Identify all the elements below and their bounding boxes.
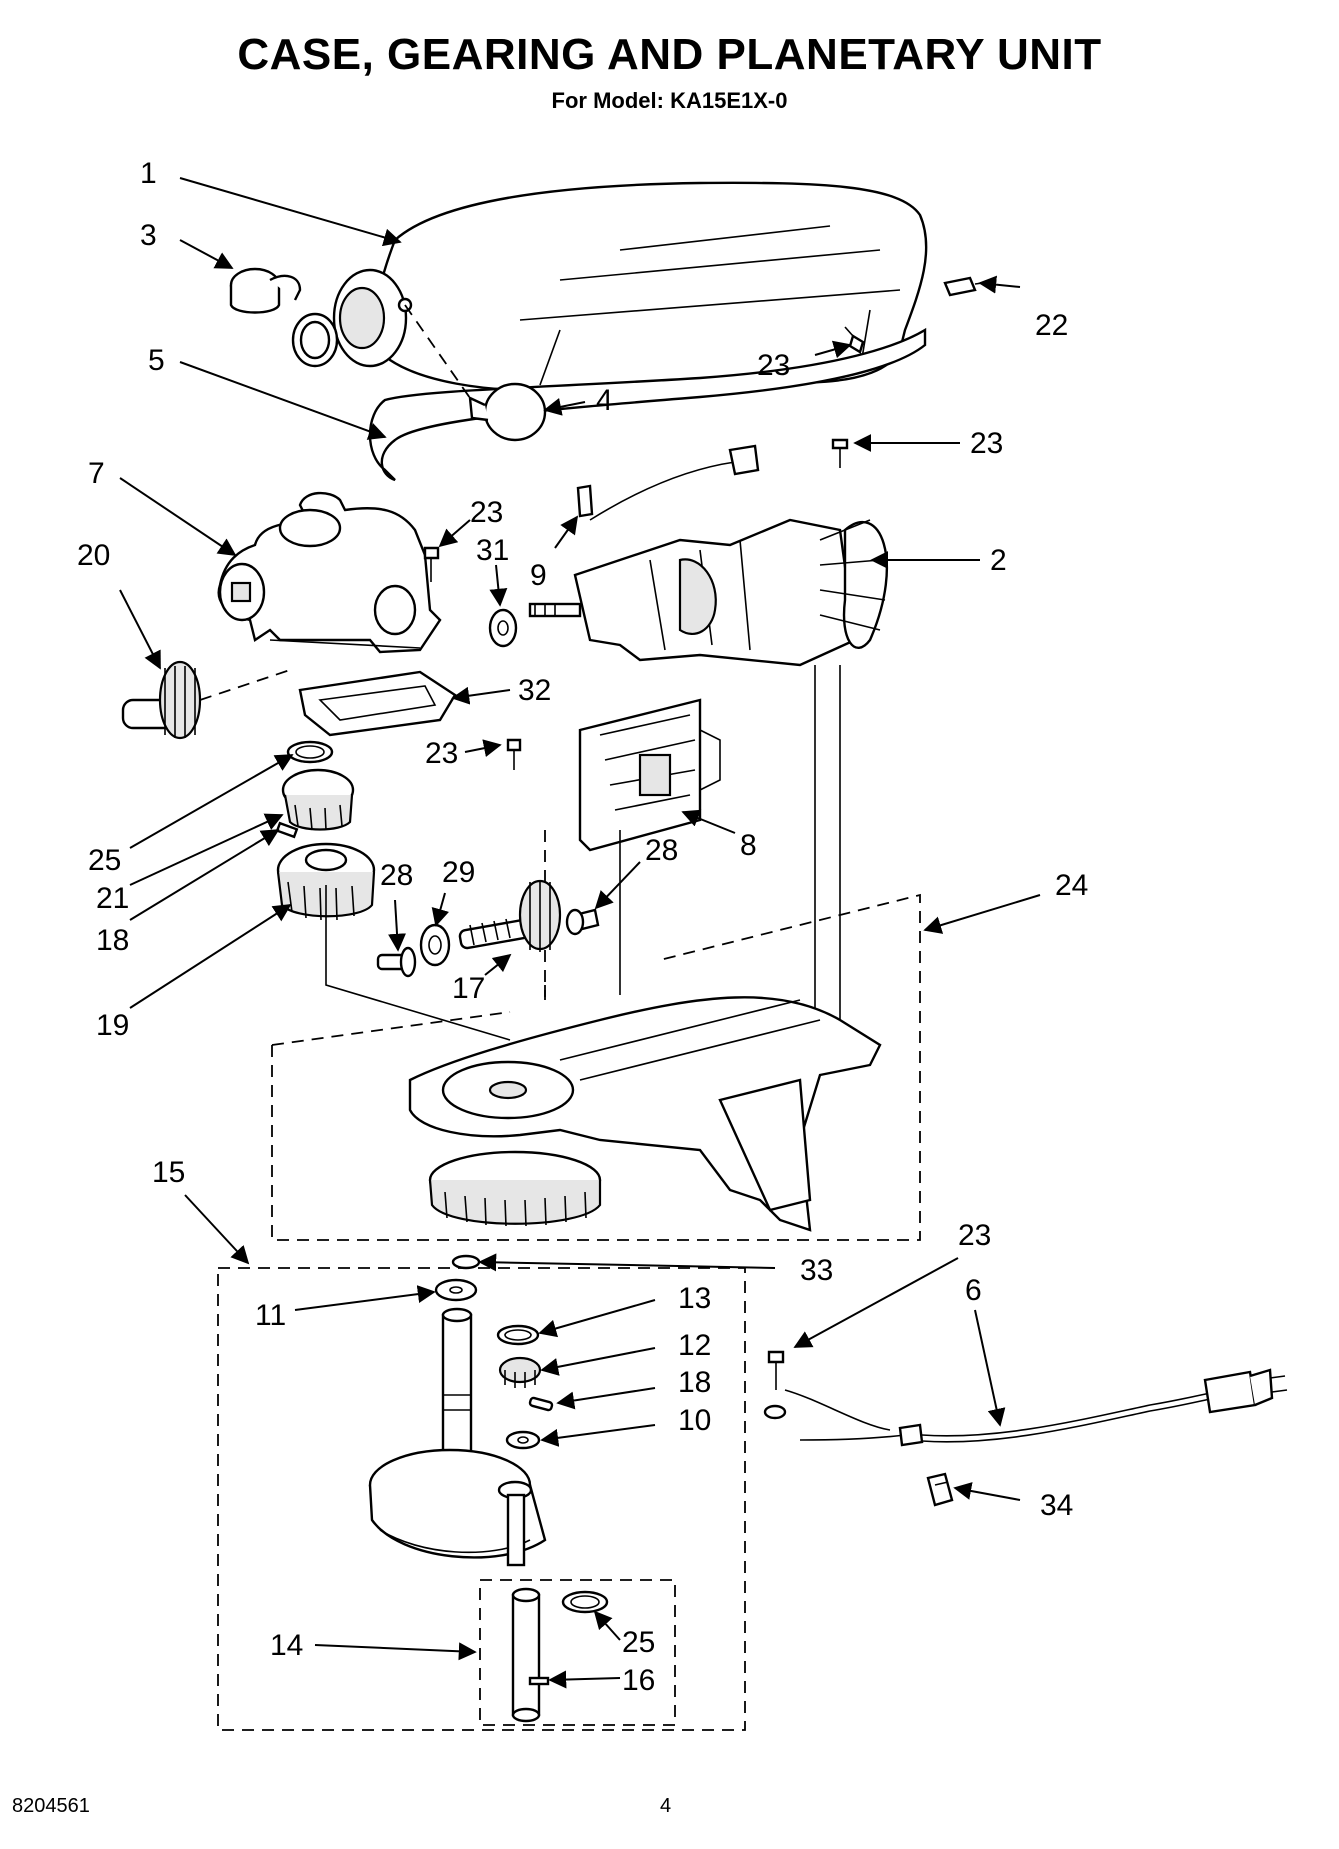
callout-numbers: 1 3 22 23 5 4 23 7 23 31 9 2 20 32 23 8 … (77, 157, 1088, 1697)
callout-23a: 23 (757, 349, 790, 382)
callout-11: 11 (255, 1299, 286, 1332)
gear-19-part (276, 842, 511, 1041)
callout-18a: 18 (96, 924, 129, 957)
callout-18b: 18 (678, 1366, 711, 1399)
leader-lines (119, 177, 1041, 1689)
gasket-part (298, 670, 457, 737)
callout-20: 20 (77, 539, 110, 572)
callout-2: 2 (990, 544, 1007, 577)
callout-5: 5 (148, 344, 165, 377)
power-cord-part (763, 1350, 1288, 1447)
callout-31: 31 (476, 534, 509, 567)
document-number: 8204561 (12, 1795, 90, 1817)
bevel-gear-21-part (281, 768, 355, 831)
callout-28b: 28 (645, 834, 678, 867)
callout-23d: 23 (425, 737, 458, 770)
callout-32: 32 (518, 674, 551, 707)
gear-case-assembly (271, 893, 921, 1241)
gear-housing-part (217, 491, 442, 654)
callout-1: 1 (140, 157, 157, 190)
callout-8: 8 (740, 829, 757, 862)
callout-14: 14 (270, 1629, 303, 1662)
page-title: CASE, GEARING AND PLANETARY UNIT (237, 30, 1102, 79)
bearing-28a-part (376, 946, 417, 978)
callout-33: 33 (800, 1254, 833, 1287)
callout-34: 34 (1040, 1489, 1073, 1522)
callout-23e: 23 (958, 1219, 991, 1252)
connector-part (576, 484, 594, 518)
bearing-29-part (419, 923, 451, 967)
worm-follower-part (121, 660, 291, 740)
callout-13: 13 (678, 1282, 711, 1315)
bearing-28b-part (565, 908, 600, 936)
callout-19: 19 (96, 1009, 129, 1042)
screw-23d-part (506, 738, 522, 770)
callout-3: 3 (140, 219, 157, 252)
knob-part (229, 267, 339, 368)
retaining-ring-25-part (286, 740, 334, 764)
page-number: 4 (660, 1795, 672, 1817)
washer-33-part (451, 1254, 481, 1270)
cord-clip-part (926, 1472, 954, 1507)
callout-9: 9 (530, 559, 547, 592)
callout-12: 12 (678, 1329, 711, 1362)
model-subtitle: For Model: KA15E1X-0 (551, 88, 788, 113)
screw-23b-part (831, 438, 849, 468)
callout-16: 16 (622, 1664, 655, 1697)
pin-shaft-assembly (479, 1579, 676, 1726)
callout-23c: 23 (470, 496, 503, 529)
case-housing-part (332, 181, 928, 392)
control-board-part (544, 698, 721, 1000)
callout-25b: 25 (622, 1626, 655, 1659)
callout-17: 17 (452, 972, 485, 1005)
callout-28a: 28 (380, 859, 413, 892)
screw-23c-part (423, 546, 440, 582)
callout-29: 29 (442, 856, 475, 889)
callout-22: 22 (1035, 309, 1068, 342)
callout-7: 7 (88, 457, 105, 490)
callout-4: 4 (596, 384, 613, 417)
callout-24: 24 (1055, 869, 1088, 902)
callout-15: 15 (152, 1156, 185, 1189)
callout-6: 6 (965, 1274, 982, 1307)
callout-23b: 23 (970, 427, 1003, 460)
planetary-unit-assembly (217, 1267, 746, 1731)
worm-gear-17-part (458, 879, 562, 952)
callout-21: 21 (96, 882, 129, 915)
motor-part (528, 444, 889, 1025)
washer-31-part (488, 608, 518, 648)
callout-10: 10 (678, 1404, 711, 1437)
screw-22-part (943, 276, 991, 297)
callout-25a: 25 (88, 844, 121, 877)
